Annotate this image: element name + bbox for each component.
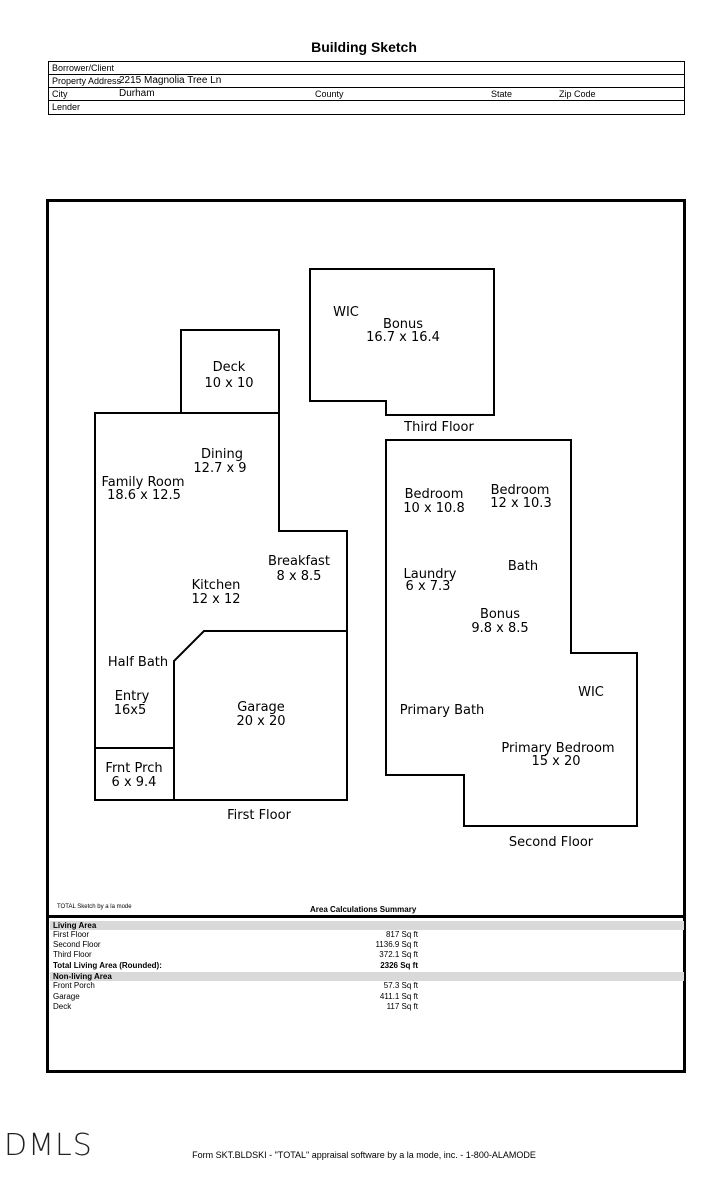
- sketch-frame: [46, 199, 686, 1073]
- bonus-second-dim: 9.8 x 8.5: [471, 621, 528, 636]
- summary-row: Front Porch 57.3 Sq ft: [53, 981, 418, 990]
- borrower-row: Borrower/Client: [49, 62, 684, 75]
- bonus-second-label: Bonus: [480, 607, 520, 622]
- floor-plan: WIC Bonus 16.7 x 16.4 Third Floor Deck 1…: [94, 268, 638, 850]
- address-row: Property Address 2215 Magnolia Tree Ln: [49, 75, 684, 88]
- county-label: County: [315, 89, 344, 99]
- city-row: City Durham County State Zip Code: [49, 88, 684, 101]
- wic-third-label: WIC: [333, 305, 359, 320]
- bonus-third-label: Bonus: [383, 317, 423, 332]
- dining-dim: 12.7 x 9: [193, 461, 246, 476]
- third-floor-label: Third Floor: [403, 420, 474, 435]
- address-label: Property Address: [52, 76, 122, 86]
- summary-row: Second Floor 1136.9 Sq ft: [53, 940, 418, 949]
- lender-row: Lender: [49, 101, 684, 114]
- nonliving-area-header: Non-living Area: [50, 972, 684, 981]
- primary-bedroom-dim: 15 x 20: [531, 754, 580, 769]
- city-label: City: [52, 89, 68, 99]
- first-floor-label: First Floor: [227, 808, 291, 823]
- family-room-label: Family Room: [102, 475, 185, 490]
- breakfast-dim: 8 x 8.5: [277, 569, 322, 584]
- family-room-dim: 18.6 x 12.5: [107, 488, 181, 503]
- dining-label: Dining: [201, 447, 243, 462]
- bath-label: Bath: [508, 559, 538, 574]
- porch-label: Frnt Prch: [105, 761, 162, 776]
- summary-divider: [46, 915, 686, 918]
- lender-label: Lender: [52, 102, 81, 112]
- living-area-header: Living Area: [50, 921, 684, 930]
- address-value: 2215 Magnolia Tree Ln: [119, 75, 222, 86]
- header-table: Borrower/Client Property Address 2215 Ma…: [48, 61, 685, 115]
- bedroom1-dim: 10 x 10.8: [403, 501, 464, 516]
- bonus-third-dim: 16.7 x 16.4: [366, 330, 440, 345]
- software-label: TOTAL Sketch by a la mode: [57, 904, 132, 910]
- dmls-logo: DMLS: [4, 1128, 93, 1163]
- bedroom2-label: Bedroom: [491, 483, 550, 498]
- garage-outline: [173, 630, 348, 801]
- summary-title: Area Calculations Summary: [310, 905, 417, 914]
- entry-label: Entry: [115, 689, 150, 704]
- borrower-label: Borrower/Client: [52, 63, 115, 73]
- deck-label: Deck: [213, 360, 246, 375]
- summary-row: First Floor 817 Sq ft: [53, 930, 418, 939]
- porch-dim: 6 x 9.4: [112, 775, 157, 790]
- city-value: Durham: [119, 88, 155, 99]
- summary-row: Deck 117 Sq ft: [53, 1002, 418, 1011]
- bedroom1-label: Bedroom: [405, 487, 464, 502]
- second-floor-label: Second Floor: [509, 835, 594, 850]
- entry-dim: 16x5: [114, 703, 147, 718]
- summary-row: Garage 411.1 Sq ft: [53, 992, 418, 1001]
- wic-second-label: WIC: [578, 685, 604, 700]
- second-floor-outline: [385, 439, 638, 827]
- summary-row: Third Floor 372.1 Sq ft: [53, 950, 418, 959]
- kitchen-label: Kitchen: [192, 578, 241, 593]
- state-label: State: [491, 89, 513, 99]
- garage-label: Garage: [237, 700, 285, 715]
- page-title: Building Sketch: [311, 39, 417, 55]
- laundry-label: Laundry: [404, 567, 457, 582]
- bedroom2-dim: 12 x 10.3: [490, 496, 551, 511]
- first-floor-outline: [94, 412, 348, 801]
- garage-dim: 20 x 20: [236, 714, 285, 729]
- primary-bedroom-label: Primary Bedroom: [501, 741, 614, 756]
- total-living-row: Total Living Area (Rounded): 2326 Sq ft: [53, 961, 418, 970]
- kitchen-dim: 12 x 12: [191, 592, 240, 607]
- laundry-dim: 6 x 7.3: [406, 579, 451, 594]
- zip-label: Zip Code: [559, 89, 596, 99]
- breakfast-label: Breakfast: [268, 554, 330, 569]
- footer-text: Form SKT.BLDSKI - "TOTAL" appraisal soft…: [192, 1150, 536, 1160]
- deck-dim: 10 x 10: [204, 376, 253, 391]
- half-bath-label: Half Bath: [108, 655, 168, 670]
- primary-bath-label: Primary Bath: [400, 703, 485, 718]
- third-floor-outline: [309, 268, 495, 416]
